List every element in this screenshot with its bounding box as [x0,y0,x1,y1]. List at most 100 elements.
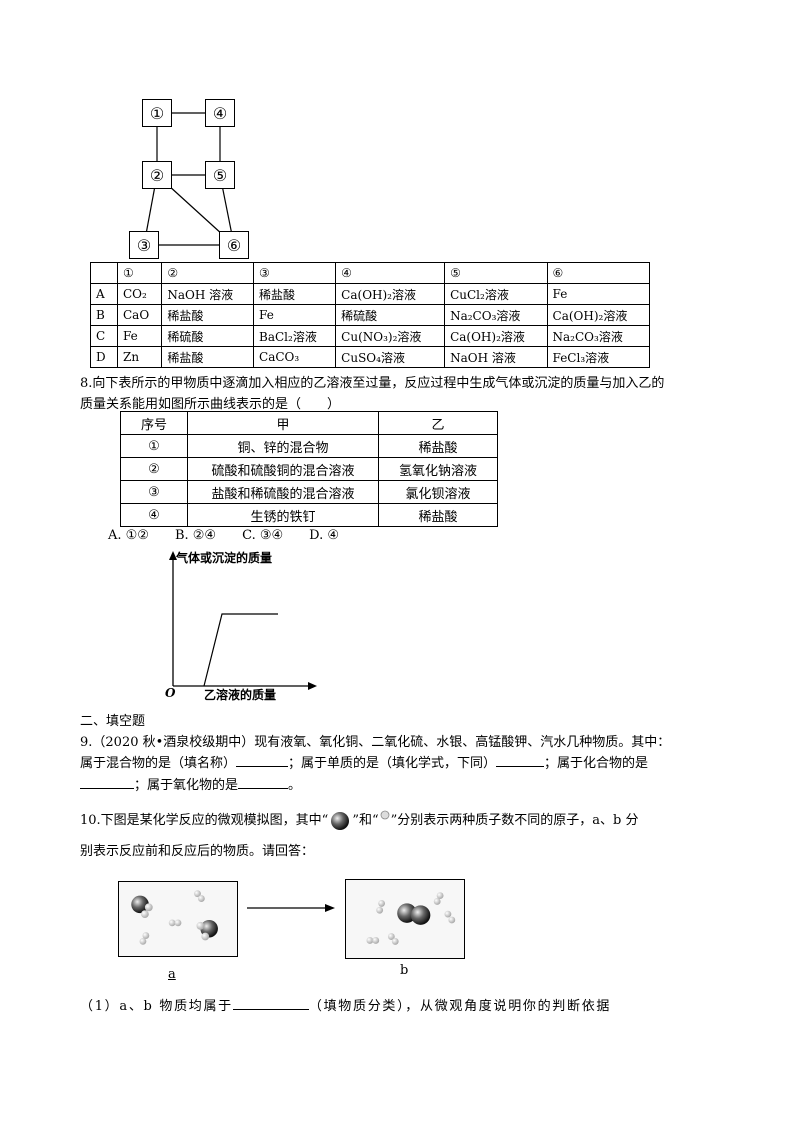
table-cell: 铜、锌的混合物 [187,434,379,458]
table-header-row: ① ② ③ ④ ⑤ ⑥ [90,262,651,284]
table-cell: Fe [546,283,651,305]
q9-text: ；属于氧化物的是 [134,778,239,793]
q9-text: ；属于化合物的是 [544,756,649,771]
graph-x-axis-label: 乙溶液的质量 [204,688,277,702]
table-cell: CuSO₄溶液 [335,346,446,368]
graph-y-axis-label: 气体或沉淀的质量 [176,551,273,565]
table-cell: 稀盐酸 [378,503,498,527]
diagram-node-3: ③ [129,231,159,259]
table-cell [90,262,118,284]
answer-blank[interactable] [496,766,545,767]
table-cell: Cu(NO₃)₂溶液 [335,325,446,347]
table-row: A CO₂ NaOH 溶液 稀盐酸 Ca(OH)₂溶液 CuCl₂溶液 Fe [90,283,651,305]
large-atom-icon [331,811,350,830]
table-cell: 序号 [120,411,188,435]
table-cell: ④ [335,262,446,284]
table-cell: C [90,325,118,347]
table-header-row: 序号 甲 乙 [120,411,498,435]
table-row: C Fe 稀硫酸 BaCl₂溶液 Cu(NO₃)₂溶液 Ca(OH)₂溶液 Na… [90,325,651,347]
table-cell: 稀硫酸 [161,325,255,347]
q9-line3: ；属于氧化物的是 。 [80,774,301,793]
table-cell: Zn [116,346,163,368]
table-row: B CaO 稀盐酸 Fe 稀硫酸 Na₂CO₃溶液 Ca(OH)₂溶液 [90,304,651,326]
q8-table: 序号 甲 乙 ① 铜、锌的混合物 稀盐酸 ② 硫酸和硫酸铜的混合溶液 氢氧化钠溶… [120,411,498,527]
diagram-node-6: ⑥ [219,231,249,259]
table-row: ② 硫酸和硫酸铜的混合溶液 氢氧化钠溶液 [120,457,498,481]
table-cell: 生锈的铁钉 [187,503,379,527]
frame-label-b: b [400,963,409,978]
small-atom-icon [380,810,390,820]
table-cell: 稀硫酸 [335,304,446,326]
table-cell: 硫酸和硫酸铜的混合溶液 [187,457,379,481]
table-cell: ② [120,457,188,481]
answer-blank[interactable] [236,766,289,767]
table-cell: ⑥ [546,262,651,284]
table-cell: CuCl₂溶液 [444,283,548,305]
table-cell: 稀盐酸 [378,434,498,458]
table-cell: Ca(OH)₂溶液 [335,283,446,305]
table-cell: Na₂CO₃溶液 [444,304,548,326]
table-row: ④ 生锈的铁钉 稀盐酸 [120,503,498,527]
diagram-node-4: ④ [205,99,235,127]
table-cell: ④ [120,503,188,527]
table-cell: 乙 [378,411,498,435]
graph-origin-label: O [165,686,176,700]
substance-table: ① ② ③ ④ ⑤ ⑥ A CO₂ NaOH 溶液 稀盐酸 Ca(OH)₂溶液 … [90,262,651,368]
table-cell: B [90,304,118,326]
table-cell: Fe [116,325,163,347]
q9-line1: 9.（2020 秋•酒泉校级期中）现有液氧、氧化铜、二氧化硫、水银、高锰酸钾、汽… [80,735,671,750]
answer-blank[interactable] [238,788,289,789]
table-cell: ③ [120,480,188,504]
table-cell: A [90,283,118,305]
table-cell: Ca(OH)₂溶液 [444,325,548,347]
table-cell: 稀盐酸 [161,346,255,368]
reaction-arrow [247,904,335,912]
table-cell: CaO [116,304,163,326]
q10-sub1: （1）a、b 物质均属于（填物质分类），从微观角度说明你的判断依据 [80,995,611,1014]
q10-text: ”分别表示两种质子数不同的原子，a、b 分 [390,813,639,828]
table-cell: NaOH 溶液 [444,346,548,368]
table-cell: Ca(OH)₂溶液 [546,304,651,326]
diagram-node-1: ① [142,99,172,127]
table-cell: 稀盐酸 [253,283,337,305]
q10-text: ”和“ [352,813,379,828]
q9-text: ；属于单质的是（填化学式，下同） [288,756,497,771]
table-cell: ② [161,262,255,284]
q9-text: 属于混合物的是（填名称） [80,756,237,771]
table-cell: 盐酸和稀硫酸的混合溶液 [187,480,379,504]
q8-line1: 8.向下表所示的甲物质中逐滴加入相应的乙溶液至过量，反应过程中生成气体或沉淀的质… [80,376,665,391]
table-row: D Zn 稀盐酸 CaCO₃ CuSO₄溶液 NaOH 溶液 FeCl₃溶液 [90,346,651,368]
table-cell: ⑤ [444,262,548,284]
q8-options: A. ①② B. ②④ C. ③④ D. ④ [108,528,340,543]
table-cell: 氢氧化钠溶液 [378,457,498,481]
table-cell: ① [116,262,163,284]
q10-text: 10.下图是某化学反应的微观模拟图，其中“ [80,813,329,828]
frame-label-a: a [168,967,176,982]
table-row: ③ 盐酸和稀硫酸的混合溶液 氯化钡溶液 [120,480,498,504]
q9-line2: 属于混合物的是（填名称） ；属于单质的是（填化学式，下同） ；属于化合物的是 [80,752,648,771]
table-cell: FeCl₃溶液 [546,346,651,368]
reaction-frame-a [118,881,238,957]
table-cell: ① [120,434,188,458]
table-cell: Fe [253,304,337,326]
table-cell: BaCl₂溶液 [253,325,337,347]
answer-blank[interactable] [80,788,134,789]
table-cell: Na₂CO₃溶液 [546,325,651,347]
table-cell: 稀盐酸 [161,304,255,326]
table-cell: NaOH 溶液 [161,283,255,305]
diagram-node-5: ⑤ [205,161,235,189]
q8-graph [169,551,317,690]
table-cell: ③ [253,262,337,284]
section-title: 二、填空题 [80,714,146,729]
table-cell: 甲 [187,411,379,435]
table-cell: CaCO₃ [253,346,337,368]
diagram-node-2: ② [142,161,172,189]
table-row: ① 铜、锌的混合物 稀盐酸 [120,434,498,458]
table-cell: CO₂ [116,283,163,305]
q10-line2: 别表示反应前和反应后的物质。请回答： [80,844,315,859]
q10-line1: 10.下图是某化学反应的微观模拟图，其中“ ”和“ ”分别表示两种质子数不同的原子，… [80,809,638,831]
q9-text: 。 [288,778,302,793]
table-cell: D [90,346,118,368]
answer-blank[interactable] [232,1009,309,1010]
reaction-frame-b [345,879,465,959]
